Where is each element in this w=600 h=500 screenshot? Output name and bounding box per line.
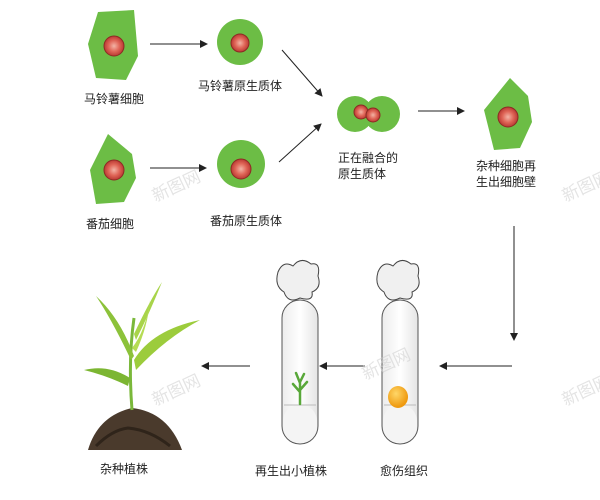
fusing-protoplasts — [337, 96, 400, 132]
label-regen-wall-line2: 生出细胞壁 — [476, 174, 536, 190]
label-potato-cell: 马铃薯细胞 — [84, 91, 144, 107]
label-callus: 愈伤组织 — [380, 463, 428, 479]
label-fusing-line2: 原生质体 — [338, 166, 398, 182]
label-hybrid-cell-wall: 杂种细胞再 生出细胞壁 — [476, 158, 536, 190]
label-fusing-protoplasts: 正在融合的 原生质体 — [338, 150, 398, 182]
potato-protoplast — [217, 19, 263, 65]
arrow-tomato-protoplast-to-fusion — [279, 124, 321, 162]
label-potato-protoplast: 马铃薯原生质体 — [198, 78, 282, 94]
hybrid-cell-with-wall — [484, 78, 532, 150]
tomato-protoplast — [217, 140, 265, 188]
arrow-potato-protoplast-to-fusion — [282, 50, 322, 96]
label-plantlet: 再生出小植株 — [255, 463, 327, 479]
hybrid-plant — [84, 282, 200, 450]
potato-cell — [88, 10, 138, 80]
label-fusing-line1: 正在融合的 — [338, 150, 398, 166]
test-tube-plantlet — [277, 260, 319, 444]
label-tomato-cell: 番茄细胞 — [86, 216, 134, 232]
label-regen-wall-line1: 杂种细胞再 — [476, 158, 536, 174]
label-tomato-protoplast: 番茄原生质体 — [210, 213, 282, 229]
tomato-cell — [90, 134, 136, 204]
label-hybrid-plant: 杂种植株 — [100, 461, 148, 477]
